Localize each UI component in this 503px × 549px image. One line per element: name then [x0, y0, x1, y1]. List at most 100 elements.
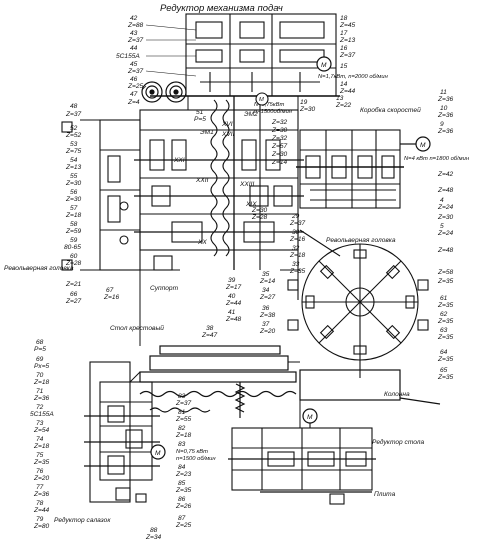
label: Z=18: [289, 252, 306, 259]
label: XX: [197, 239, 207, 246]
label: Z=18: [175, 432, 192, 439]
label: 65: [440, 367, 448, 374]
label: 42: [130, 15, 138, 22]
gearbox-title: Коробка скоростей: [360, 106, 421, 114]
label: 38: [206, 325, 214, 332]
label: 54: [70, 157, 78, 164]
motor-m2-spec: N=4 кВт n=1800 об/мин: [404, 156, 470, 162]
label: Z=20: [259, 328, 276, 335]
label: Z=22: [335, 102, 352, 109]
label: Z=54: [33, 427, 50, 434]
label: Z=18: [65, 212, 82, 219]
label: 51: [196, 109, 204, 116]
carriage-reducer-title: Редуктор салазок: [54, 516, 111, 524]
label: Z=45: [339, 22, 356, 29]
label: 76: [36, 468, 44, 475]
label: XVII: [221, 131, 235, 138]
label: 56: [70, 189, 78, 196]
label: Z=37: [65, 111, 82, 118]
label: XXI: [173, 157, 185, 164]
label: 17: [340, 30, 348, 37]
label: Z=35: [437, 278, 454, 285]
label: n=1500 об/мин: [176, 456, 216, 462]
label: Z=59: [65, 228, 82, 235]
turret-head-title: Револьверная головка: [326, 237, 396, 244]
label: Z=52: [65, 132, 82, 139]
label: 77: [36, 484, 44, 491]
motor-m4: M: [302, 408, 318, 424]
label: 74: [36, 436, 44, 443]
label: 68: [36, 339, 44, 346]
label: XIX: [245, 201, 257, 208]
label: 73: [36, 420, 44, 427]
motor-m1-symbol: M: [321, 62, 327, 69]
label: 60: [70, 253, 78, 260]
label: 48: [70, 103, 78, 110]
upper-left-labels: 42 Z=88 43 Z=37 44 5С155А 45 Z=37 46 Z=2…: [116, 15, 144, 106]
label: 18: [340, 15, 348, 22]
diagram-title: Редуктор механизма подач: [160, 3, 283, 14]
label: 79: [36, 516, 44, 523]
label: 83: [178, 393, 186, 400]
motor-m1-spec: N=1,7кВт, n=2000 об/мин: [318, 74, 389, 80]
label: Z=13: [65, 164, 82, 171]
label: n=1500об/мин: [254, 109, 293, 115]
label: Z=4: [127, 99, 140, 106]
label: 34: [262, 287, 270, 294]
label: Z=14: [271, 159, 288, 166]
label: P=5: [194, 116, 206, 123]
label: Z=36: [33, 395, 50, 402]
label: 37: [262, 321, 270, 328]
label: Z=14: [259, 278, 276, 285]
label: 15: [340, 63, 348, 70]
label: 40: [228, 293, 236, 300]
label: 30: [292, 229, 300, 236]
label: 4: [440, 197, 444, 204]
label: 62: [440, 311, 448, 318]
central-mechanism: [134, 96, 304, 300]
label: Z=44: [33, 507, 50, 514]
label: Z=35: [437, 334, 454, 341]
label: Z=13: [339, 37, 356, 44]
label: Z=35: [437, 318, 454, 325]
label: 35: [262, 271, 270, 278]
label: 85: [178, 480, 186, 487]
label: 36: [262, 305, 270, 312]
label: Z=38: [259, 312, 276, 319]
label: ЭМ2: [244, 111, 258, 118]
label: 39: [228, 277, 236, 284]
label: 84: [178, 464, 186, 471]
gearbox-speeds: [296, 129, 404, 209]
label: XXIII: [239, 181, 254, 188]
motor-m2: M N=4 кВт n=1800 об/мин: [400, 136, 470, 162]
label: Z=37: [339, 52, 356, 59]
label: ЭМ1: [200, 129, 214, 136]
label: XVI: [221, 121, 233, 128]
label: Z=35: [437, 374, 454, 381]
label: 11: [440, 89, 447, 96]
label: 81: [178, 409, 186, 416]
label: Z=35: [437, 356, 454, 363]
label: 5С155А: [30, 411, 54, 418]
label: 45: [130, 61, 138, 68]
label: 43: [130, 30, 138, 37]
motor-m2-symbol: M: [420, 142, 426, 149]
label: Z=35: [289, 268, 306, 275]
label: Z=25: [127, 83, 144, 90]
label: 87: [178, 515, 186, 522]
label: Z=57: [271, 143, 288, 150]
label: 88: [150, 527, 158, 534]
label: Pх=5: [34, 363, 50, 370]
label: Z=80: [33, 523, 50, 530]
motor-m5-symbol: M: [155, 450, 161, 457]
label: 47: [130, 91, 138, 98]
label: 19: [300, 99, 308, 106]
label: Z=37: [127, 37, 144, 44]
label: 41: [228, 309, 236, 316]
table-reducer-title: Редуктор стола: [372, 438, 425, 446]
label: 83: [178, 441, 186, 448]
label: Z=30: [65, 196, 82, 203]
connecting-shafts: [129, 96, 301, 428]
label: Z=32: [271, 119, 288, 126]
